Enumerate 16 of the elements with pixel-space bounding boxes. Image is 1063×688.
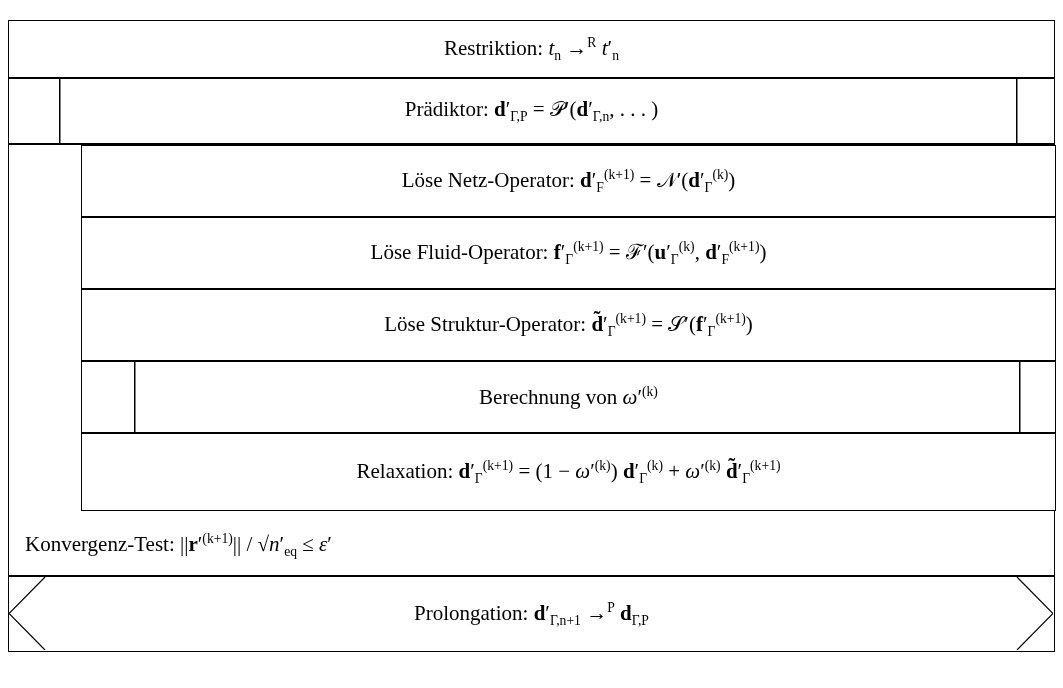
formula-text: Löse Netz-Operator: d′$_{F}$$^{(k+1)}$ = 𝒩′(d′$_{Γ}$$^{(k)}$) [400,165,737,197]
formula-text: Konvergenz-Test: ||r′$^{(k+1)}$|| / √n′$_{eq}$ ≤ ε′ [25,530,332,561]
formula-text: Löse Struktur-Operator: d̃′$_{Γ}$$^{(k+1)}$ = 𝒮′(f′$_{Γ}$$^{(k+1)}$) [383,309,754,341]
subroutine-box [8,78,1055,144]
formula-text: Löse Fluid-Operator: f′$_{Γ}$$^{(k+1)}$ = ℱ′(u′$_{Γ}$$^{(k)}$, d′$_{F}$$^{(k+1)}$) [369,237,768,269]
process-box [81,217,1056,289]
process-box [81,433,1056,511]
formula-text: Prädiktor: d′$_{Γ,P}$ = 𝒫′(d′$_{Γ,n}$, . . . ) [403,96,660,126]
process-box [8,20,1055,78]
loop-block [8,144,1055,576]
process-box [81,289,1056,361]
process-box [81,145,1056,217]
formula-text: Restriktion: t$_{n}$ →$^{R}$ t′$_{n}$ [443,33,620,65]
subroutine-box [81,361,1056,433]
formula-text: Berechnung von ω′$^{(k)}$ [478,382,659,411]
formula-text: Prolongation: d′$_{Γ,n+1}$ →$^{P}$ d$_{Γ,P}$ [413,598,650,630]
